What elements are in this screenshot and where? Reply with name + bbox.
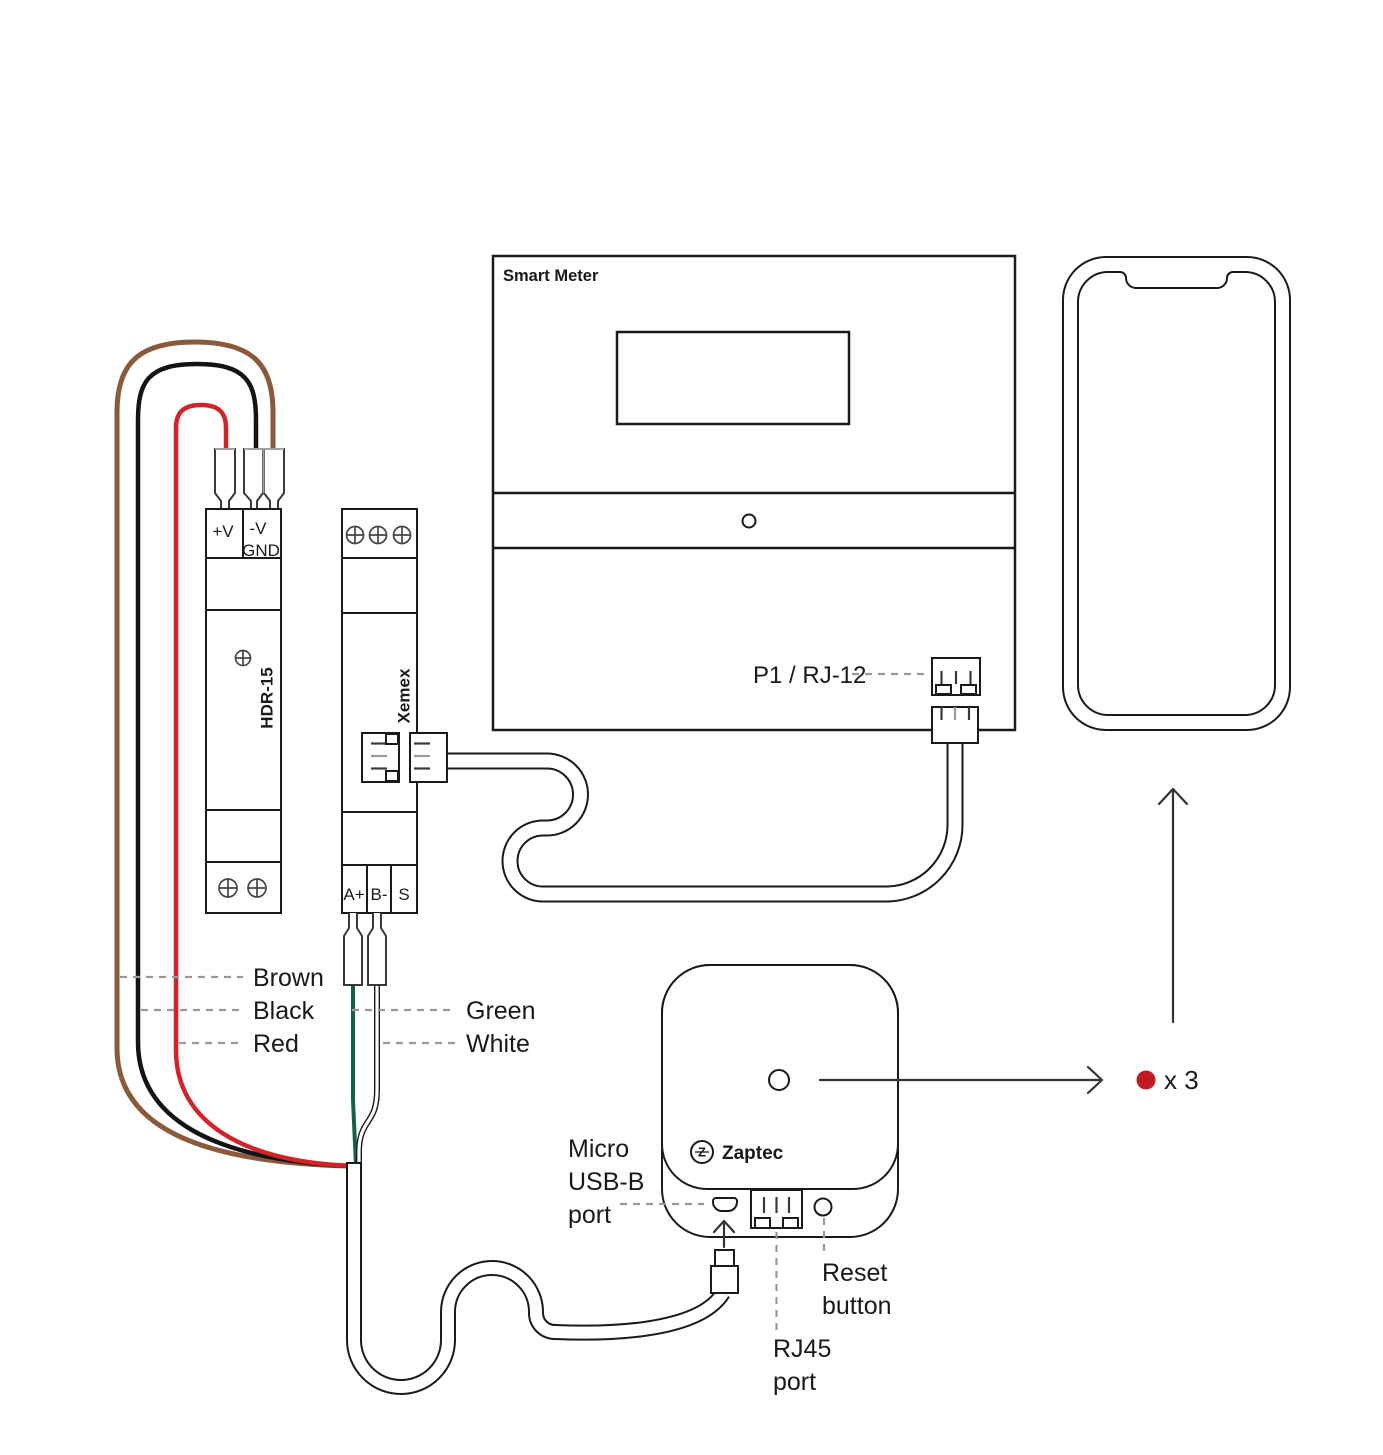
terminal-b-minus: B- — [371, 885, 388, 904]
terminal-a-plus: A+ — [343, 885, 364, 904]
x3-annotation: x 3 — [1136, 1065, 1199, 1095]
screw-icon — [345, 525, 365, 545]
terminal-s: S — [398, 885, 409, 904]
lug-white — [367, 913, 387, 986]
reset-label: Reset button — [822, 1259, 894, 1320]
red-label: Red — [253, 1030, 299, 1058]
micro-usb-label: Micro USB-B port — [568, 1135, 651, 1229]
xemex-rj12-socket — [361, 732, 400, 783]
lug-brown — [263, 448, 285, 511]
sensor-cable — [346, 1162, 730, 1395]
spade-lugs-xemex — [343, 913, 387, 986]
usb-plug — [710, 1249, 739, 1294]
xemex-module: Xemex A+ B- S — [341, 508, 418, 914]
screw-icon — [247, 878, 267, 898]
reset-label-group: Reset button — [822, 1218, 894, 1320]
p1-label: P1 / RJ-12 — [753, 662, 866, 689]
rj45-port — [750, 1189, 803, 1229]
arrow-up-to-phone — [1157, 787, 1189, 1024]
hdr15-label: HDR-15 — [258, 667, 277, 728]
arrow-up-to-usb-port — [712, 1219, 736, 1249]
arrow-right-to-x3 — [818, 1065, 1104, 1095]
rj45-label: RJ45 port — [773, 1335, 838, 1396]
brown-wire — [114, 339, 349, 1169]
led-indicator — [768, 1069, 790, 1091]
spade-lugs-hdr — [214, 448, 285, 511]
green-label: Green — [466, 997, 535, 1025]
p1-label-group: P1 / RJ-12 — [753, 662, 927, 689]
gateway-lid — [661, 964, 899, 1190]
white-label: White — [466, 1030, 530, 1058]
lug-black — [243, 448, 264, 511]
p1-rj12-plug — [931, 706, 979, 744]
p1-rj12-socket — [931, 657, 981, 696]
wire-bundle — [114, 339, 380, 1169]
red-dot-icon — [1136, 1070, 1156, 1090]
screw-icon — [234, 649, 252, 667]
meter-display — [615, 330, 851, 426]
phone-screen — [1077, 271, 1276, 716]
black-wire — [135, 361, 352, 1169]
screw-icon — [368, 525, 388, 545]
screw-icon — [392, 525, 412, 545]
white-wire — [357, 983, 379, 1166]
green-wire — [351, 983, 358, 1167]
reset-button — [813, 1197, 833, 1217]
terminal-gnd: GND — [242, 541, 280, 560]
x3-label: x 3 — [1164, 1065, 1199, 1095]
zaptec-logo-icon: Z — [690, 1140, 714, 1164]
zaptec-brand: Zaptec — [722, 1143, 784, 1164]
micro-usb-port — [712, 1197, 738, 1212]
lug-green — [343, 913, 363, 986]
p1-cable — [446, 742, 964, 903]
micro-usb-label-group: Micro USB-B port — [568, 1135, 704, 1229]
smart-meter-title: Smart Meter — [503, 267, 599, 285]
meter-button — [741, 513, 757, 529]
black-label: Black — [253, 997, 315, 1025]
terminal-minus-v: -V — [250, 519, 268, 538]
lug-red — [214, 448, 236, 511]
wire-labels: Brown Black Red Green White — [120, 964, 535, 1058]
smart-meter: Smart Meter P1 / RJ-12 — [491, 254, 1017, 744]
xemex-label: Xemex — [395, 668, 414, 723]
rj45-label-group: RJ45 port — [773, 1232, 838, 1396]
brown-label: Brown — [253, 964, 324, 992]
terminal-plus-v: +V — [212, 522, 234, 541]
xemex-rj12-plug — [409, 732, 448, 783]
red-wire — [173, 402, 355, 1169]
hdr15-module: +V -V GND HDR-15 — [205, 508, 282, 914]
zaptec-gateway: Z Zaptec — [661, 964, 899, 1238]
screw-icon — [218, 878, 238, 898]
phone — [1062, 256, 1291, 731]
